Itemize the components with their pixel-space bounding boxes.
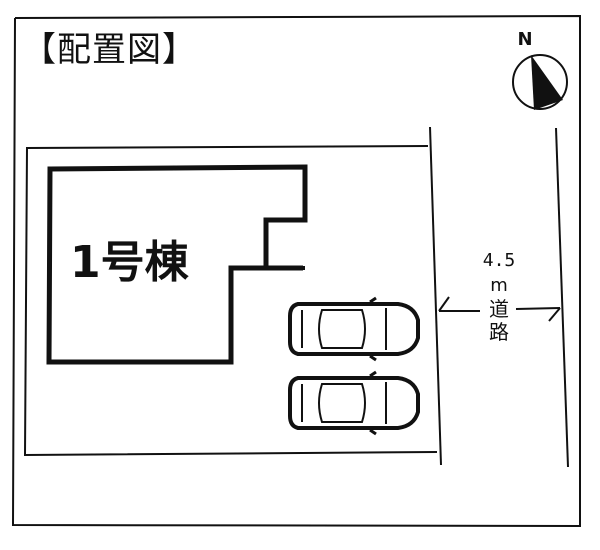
lot-boundary [23, 126, 442, 466]
road-label-char: 路 [489, 320, 509, 344]
building-footprint [46, 164, 308, 365]
road-dimension-arrow [438, 296, 561, 322]
north-arrow-icon [512, 54, 568, 110]
outer-frame [11, 14, 581, 528]
road-width-value: 4.5 [482, 250, 516, 271]
road-width-unit: m [490, 275, 508, 296]
road-label: 道 路 [487, 298, 511, 344]
north-label: N [517, 29, 533, 50]
car-icon [288, 296, 420, 362]
page-title: 【配置図】 [22, 30, 197, 70]
road-label-char: 道 [489, 297, 509, 321]
building-label: 1号棟 [70, 237, 189, 288]
car-icon [288, 370, 420, 436]
road-edge [555, 127, 569, 468]
